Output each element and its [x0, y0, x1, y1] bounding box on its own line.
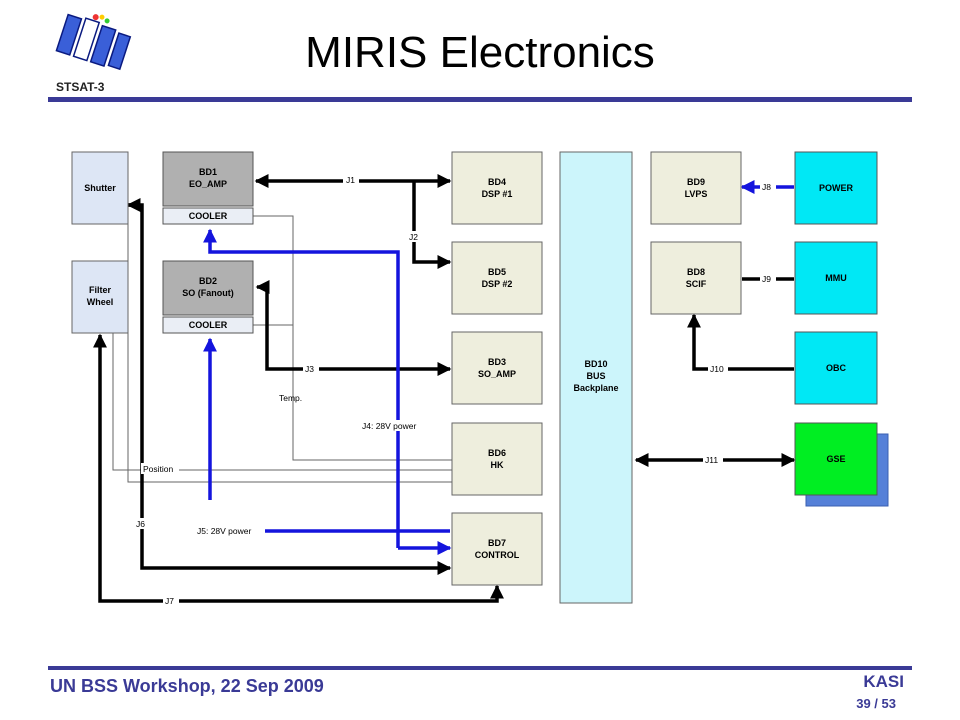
block-mmu: MMU: [794, 241, 878, 315]
block-cooler-2: COOLER: [162, 316, 254, 334]
bottom-divider: [48, 666, 912, 670]
label-j1: J1: [346, 175, 355, 185]
svg-text:COOLER: COOLER: [189, 211, 228, 221]
svg-text:MMU: MMU: [825, 273, 847, 283]
stsat3-logo: [54, 10, 134, 80]
label-j9: J9: [762, 274, 771, 284]
logo-label: STSAT-3: [56, 80, 105, 94]
block-shutter: Shutter: [71, 151, 129, 225]
label-j8: J8: [762, 182, 771, 192]
footer-event: UN BSS Workshop, 22 Sep 2009: [50, 676, 324, 696]
connector-labels: J1 J2 J3 Temp. J4: 28V power Position J6…: [134, 174, 776, 606]
label-j6: J6: [136, 519, 145, 529]
svg-text:Shutter: Shutter: [84, 183, 116, 193]
block-cooler-1: COOLER: [162, 207, 254, 225]
block-power: POWER: [794, 151, 878, 225]
svg-text:GSE: GSE: [826, 454, 845, 464]
label-temp: Temp.: [279, 393, 302, 403]
block-obc: OBC: [794, 331, 878, 405]
label-j10: J10: [710, 364, 724, 374]
label-j7: J7: [165, 596, 174, 606]
block-gse: GSE: [794, 422, 878, 496]
signal-wires: [112, 215, 452, 483]
svg-text:COOLER: COOLER: [189, 320, 228, 330]
svg-text:POWER: POWER: [819, 183, 854, 193]
page-title: MIRIS Electronics: [305, 28, 655, 77]
page-number: 39 / 53: [856, 696, 896, 711]
label-j5: J5: 28V power: [197, 526, 252, 536]
footer-org: KASI: [863, 672, 904, 691]
label-j4: J4: 28V power: [362, 421, 417, 431]
label-position: Position: [143, 464, 174, 474]
top-divider: [48, 97, 912, 102]
label-j11: J11: [705, 455, 718, 465]
label-j2: J2: [409, 232, 418, 242]
svg-text:OBC: OBC: [826, 363, 847, 373]
label-j3: J3: [305, 364, 314, 374]
